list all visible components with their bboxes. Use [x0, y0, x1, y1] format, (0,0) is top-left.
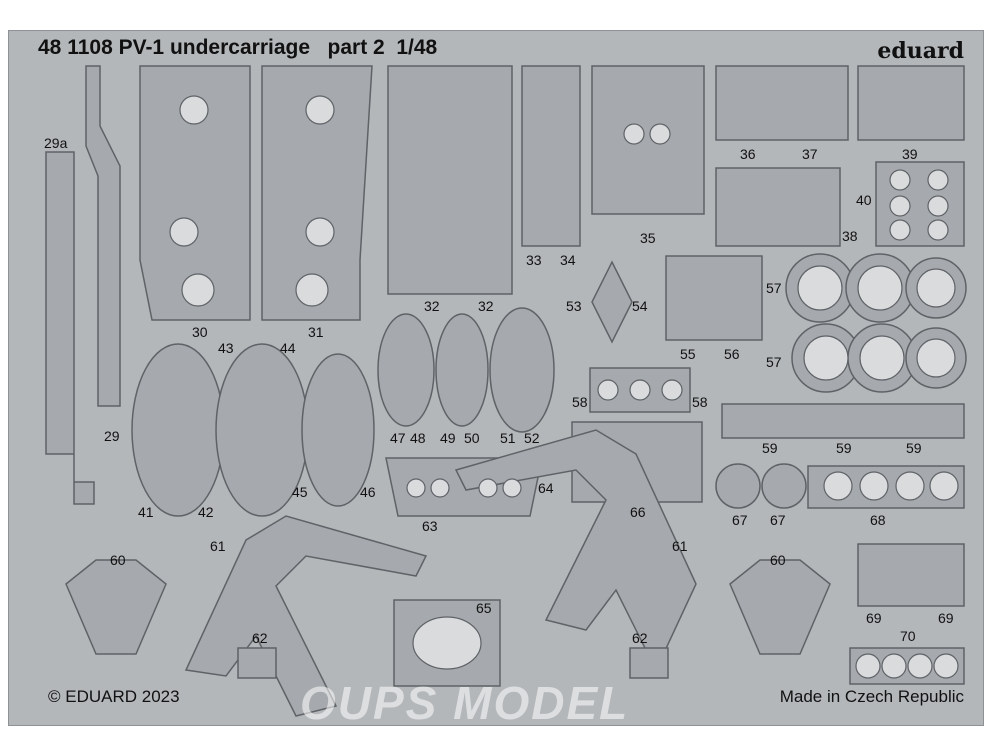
- part-67a: [715, 463, 761, 509]
- part-40: [875, 161, 965, 247]
- fret-title: 48 1108 PV-1 undercarriage part 2 1/48: [38, 36, 438, 59]
- part-number-label: 66: [630, 504, 646, 520]
- part-oval-44-46: [301, 353, 375, 507]
- part-oval-41-42: [131, 343, 225, 517]
- part-number-label: 59: [906, 440, 922, 456]
- part-number-label: 32: [424, 298, 440, 314]
- part-oval-49-50: [435, 313, 489, 427]
- part-number-label: 57: [766, 354, 782, 370]
- part-59: [721, 403, 965, 439]
- part-number-label: 48: [410, 430, 426, 446]
- part-60-right: [729, 559, 831, 655]
- part-number-label: 45: [292, 484, 308, 500]
- part-number-label: 64: [538, 480, 554, 496]
- part-55-56: [665, 255, 763, 341]
- part-number-label: 42: [198, 504, 214, 520]
- part-number-label: 54: [632, 298, 648, 314]
- part-number-label: 50: [464, 430, 480, 446]
- part-number-label: 39: [902, 146, 918, 162]
- watermark: OUPS MODEL: [300, 677, 630, 729]
- part-number-label: 65: [476, 600, 492, 616]
- part-number-label: 29a: [44, 135, 68, 151]
- part-number-label: 58: [572, 394, 588, 410]
- part-number-label: 30: [192, 324, 208, 340]
- part-strip-29: [85, 65, 121, 407]
- part-number-label: 60: [110, 552, 126, 568]
- part-number-label: 69: [866, 610, 882, 626]
- part-36-37: [715, 65, 849, 141]
- part-number-label: 60: [770, 552, 786, 568]
- copyright-text: © EDUARD 2023: [48, 687, 180, 706]
- part-62-right: [629, 647, 669, 679]
- part-strip-29a: [45, 151, 95, 505]
- part-number-label: 63: [422, 518, 438, 534]
- part-38: [715, 167, 841, 247]
- part-strip-33-34: [521, 65, 581, 247]
- part-strip-32: [387, 65, 513, 295]
- part-number-label: 46: [360, 484, 376, 500]
- part-number-label: 70: [900, 628, 916, 644]
- part-35: [591, 65, 705, 215]
- part-number-label: 38: [842, 228, 858, 244]
- part-number-label: 55: [680, 346, 696, 362]
- part-61-left: [184, 515, 428, 717]
- part-number-label: 43: [218, 340, 234, 356]
- part-number-label: 69: [938, 610, 954, 626]
- part-oval-47-48: [377, 313, 435, 427]
- part-number-label: 61: [210, 538, 226, 554]
- part-number-label: 59: [836, 440, 852, 456]
- part-62-left: [237, 647, 277, 679]
- part-number-label: 53: [566, 298, 582, 314]
- part-number-label: 29: [104, 428, 120, 444]
- part-number-label: 67: [732, 512, 748, 528]
- part-67b: [761, 463, 807, 509]
- part-number-label: 32: [478, 298, 494, 314]
- part-number-label: 47: [390, 430, 406, 446]
- part-61-right: [454, 429, 697, 672]
- part-number-label: 67: [770, 512, 786, 528]
- part-number-label: 58: [692, 394, 708, 410]
- part-39: [857, 65, 965, 141]
- part-number-label: 61: [672, 538, 688, 554]
- part-number-label: 41: [138, 504, 154, 520]
- part-number-label: 56: [724, 346, 740, 362]
- part-number-label: 31: [308, 324, 324, 340]
- origin-text: Made in Czech Republic: [779, 687, 964, 706]
- part-panel-30: [139, 65, 251, 321]
- part-number-label: 33: [526, 252, 542, 268]
- part-number-label: 62: [252, 630, 268, 646]
- part-60-left: [65, 559, 167, 655]
- part-53-54: [591, 260, 633, 344]
- brand-logo: eduard: [877, 38, 964, 64]
- part-number-label: 35: [640, 230, 656, 246]
- part-number-label: 49: [440, 430, 456, 446]
- part-number-label: 36: [740, 146, 756, 162]
- part-number-label: 44: [280, 340, 296, 356]
- part-number-label: 62: [632, 630, 648, 646]
- part-number-label: 68: [870, 512, 886, 528]
- part-number-label: 51: [500, 430, 516, 446]
- part-number-label: 52: [524, 430, 540, 446]
- part-69: [857, 543, 965, 607]
- part-oval-51-52: [489, 307, 555, 433]
- part-panel-31: [261, 65, 373, 321]
- part-number-label: 57: [766, 280, 782, 296]
- part-number-label: 40: [856, 192, 872, 208]
- part-number-label: 59: [762, 440, 778, 456]
- part-number-label: 34: [560, 252, 576, 268]
- part-number-label: 37: [802, 146, 818, 162]
